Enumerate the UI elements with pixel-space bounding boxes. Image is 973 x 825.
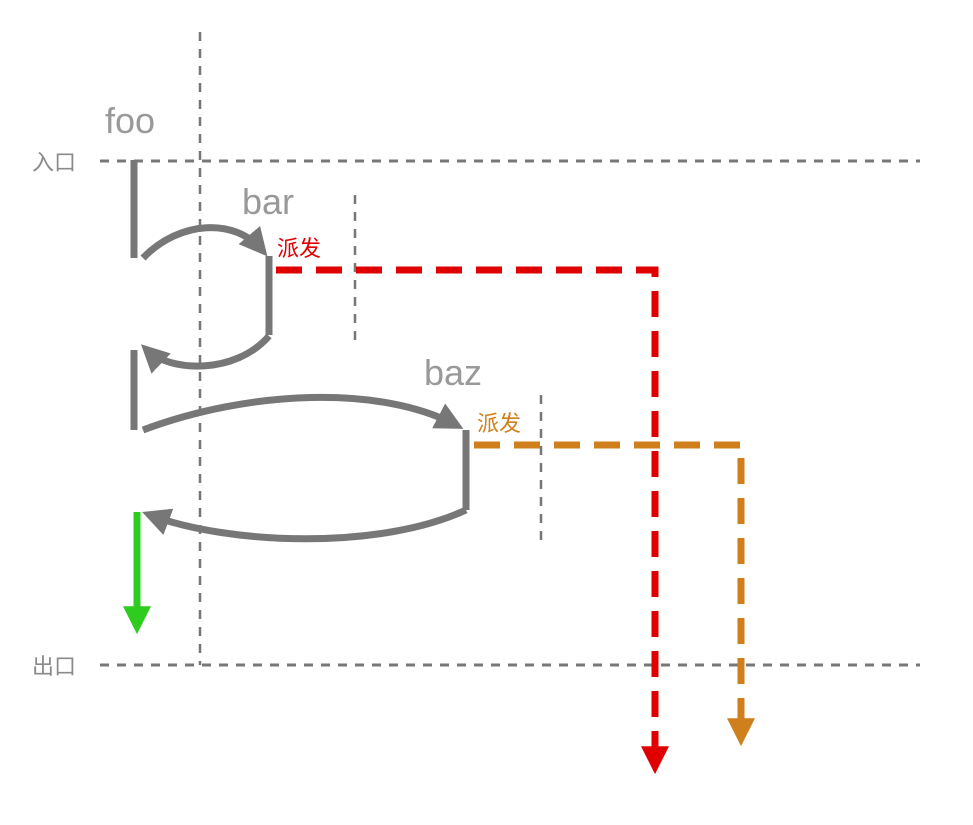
call-foo-to-bar-arrow bbox=[140, 224, 268, 261]
dispatch-baz-label: 派发 bbox=[477, 412, 521, 437]
dispatch-bar-arrow bbox=[276, 266, 669, 775]
entry-label: 入口 bbox=[32, 151, 76, 176]
dispatch-baz-arrow bbox=[474, 441, 755, 747]
foo-label: foo bbox=[105, 100, 155, 141]
exit-label: 出口 bbox=[32, 655, 76, 680]
baz-label: baz bbox=[424, 352, 482, 393]
call-foo-to-baz-arrow bbox=[141, 393, 464, 434]
bar-label: bar bbox=[242, 181, 294, 222]
return-baz-to-foo-arrow bbox=[142, 506, 468, 543]
dispatch-bar-label: 派发 bbox=[277, 237, 321, 262]
return-bar-to-foo-arrow bbox=[140, 333, 272, 374]
